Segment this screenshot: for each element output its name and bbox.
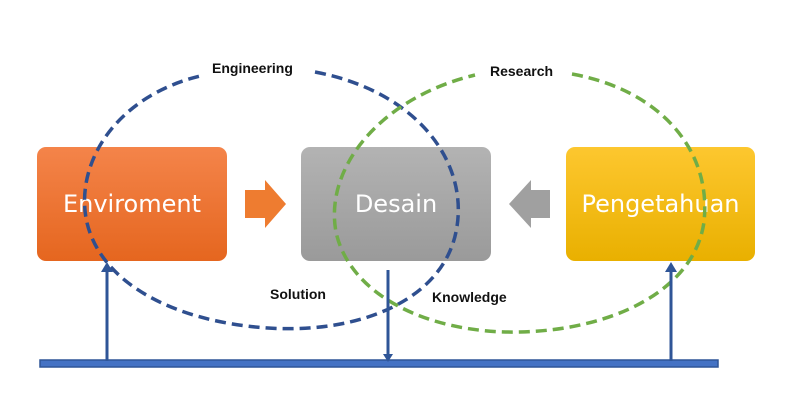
- engineering-label: Engineering: [212, 60, 293, 76]
- arrowhead-enviroment: [101, 262, 113, 272]
- arrow-peng-to-desain: [509, 180, 550, 228]
- solution-label: Solution: [270, 286, 326, 302]
- arrow-env-to-desain: [245, 180, 286, 228]
- desain-box: Desain: [301, 147, 491, 261]
- arrowhead-pengetahuan: [665, 262, 677, 272]
- research-loop: [332, 72, 707, 334]
- engineering-loop: [82, 70, 461, 331]
- pengetahuan-box: Pengetahuan: [566, 147, 755, 261]
- knowledge-label: Knowledge: [432, 289, 507, 305]
- arrowhead-base: [383, 354, 393, 362]
- pengetahuan-label: Pengetahuan: [581, 190, 740, 218]
- research-label: Research: [490, 63, 554, 79]
- base-bar: [39, 359, 719, 368]
- desain-label: Desain: [354, 190, 438, 218]
